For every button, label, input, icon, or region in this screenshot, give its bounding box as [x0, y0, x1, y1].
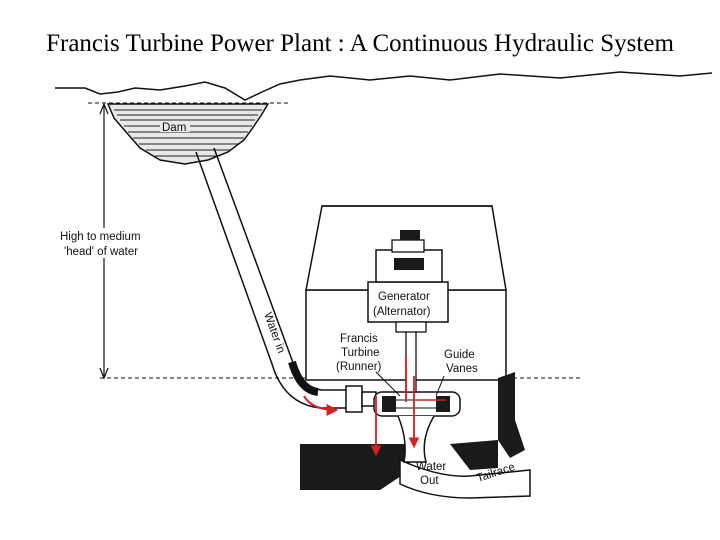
foundation-right-low: [450, 440, 498, 470]
turbine-label-line2: Turbine: [341, 347, 380, 359]
guide-vanes-label: Guide Vanes: [435, 349, 478, 397]
dam-label: Dam: [162, 122, 186, 134]
water-out-label-line2: Out: [420, 475, 439, 487]
head-label-line2: 'head' of water: [64, 246, 138, 258]
terrain-line: [55, 71, 713, 101]
turbine-label-line3: (Runner): [336, 361, 382, 373]
turbine-label: Francis Turbine (Runner): [336, 333, 401, 397]
water-out-label-line1: Water: [416, 461, 446, 473]
generator-label-line2: (Alternator): [373, 306, 431, 318]
generator: Generator (Alternator): [367, 230, 449, 333]
guide-label-line2: Vanes: [446, 363, 478, 375]
turbine-label-line1: Francis: [340, 333, 378, 345]
generator-label-line1: Generator: [378, 291, 430, 303]
flow-arrow-inlet: [303, 395, 339, 416]
water-in-label: Water in: [261, 311, 287, 355]
foundation-left: [300, 444, 410, 490]
foundation-right: [498, 372, 525, 458]
head-label-line1: High to medium: [60, 231, 141, 243]
page-title: Francis Turbine Power Plant : A Continuo…: [46, 30, 674, 57]
guide-label-line1: Guide: [444, 349, 475, 361]
reservoir: Dam: [106, 103, 270, 165]
inlet-flange: [345, 385, 377, 413]
head-dimension: High to medium 'head' of water: [58, 102, 166, 380]
tailrace-channel: [399, 458, 531, 499]
